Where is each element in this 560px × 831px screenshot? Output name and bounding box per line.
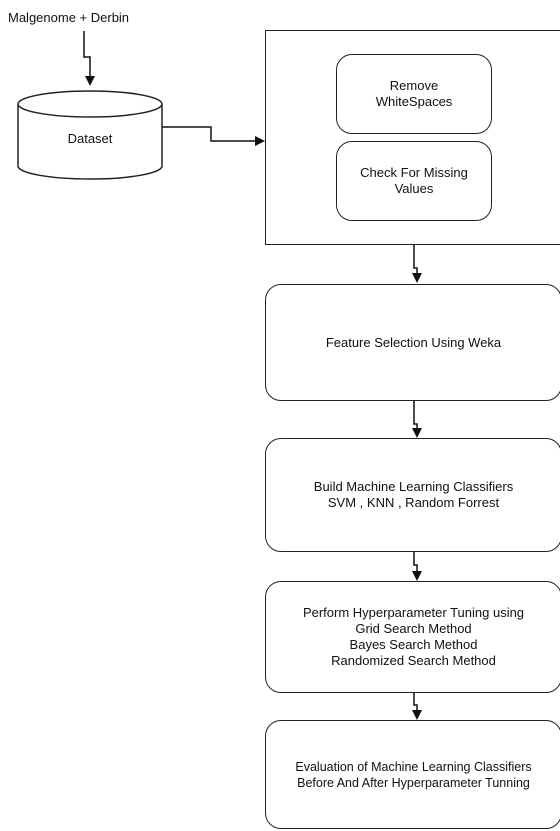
check-missing-values-box: Check For Missing Values [336, 141, 492, 221]
remove-whitespaces-line-2: WhiteSpaces [375, 94, 453, 109]
tuning-line-2: Grid Search Method [355, 621, 472, 636]
hyperparameter-tuning-box: Perform Hyperparameter Tuning using Grid… [265, 581, 560, 693]
tuning-line-1: Perform Hyperparameter Tuning using [302, 605, 525, 620]
feature-selection-box: Feature Selection Using Weka [265, 284, 560, 401]
evaluation-line-2: Before And After Hyperparameter Tunning [297, 775, 530, 790]
build-classifiers-line-1: Build Machine Learning Classifiers [313, 479, 514, 494]
dataset-cylinder-icon [17, 90, 163, 180]
connector-feature-to-classifiers [412, 401, 422, 438]
remove-whitespaces-box: Remove WhiteSpaces [336, 54, 492, 134]
connector-classifiers-to-tuning [412, 552, 422, 581]
dataset-label: Dataset [67, 131, 113, 146]
build-classifiers-box: Build Machine Learning Classifiers SVM ,… [265, 438, 560, 552]
connector-tuning-to-evaluation [412, 693, 422, 720]
connector-preprocess-to-feature [412, 245, 422, 283]
tuning-line-4: Randomized Search Method [331, 653, 496, 668]
evaluation-box: Evaluation of Machine Learning Classifie… [265, 720, 560, 829]
remove-whitespaces-line-1: Remove [389, 78, 439, 93]
connector-dataset-to-preprocess [162, 126, 265, 146]
feature-selection-label: Feature Selection Using Weka [325, 334, 502, 350]
check-missing-values-line-1: Check For Missing [360, 165, 468, 180]
tuning-line-3: Bayes Search Method [349, 637, 478, 652]
check-missing-values-line-2: Values [394, 181, 434, 196]
source-label: Malgenome + Derbin [8, 10, 130, 25]
build-classifiers-line-2: SVM , KNN , Random Forrest [327, 495, 500, 510]
evaluation-line-1: Evaluation of Machine Learning Classifie… [295, 759, 532, 774]
connector-source-to-dataset [83, 31, 95, 86]
